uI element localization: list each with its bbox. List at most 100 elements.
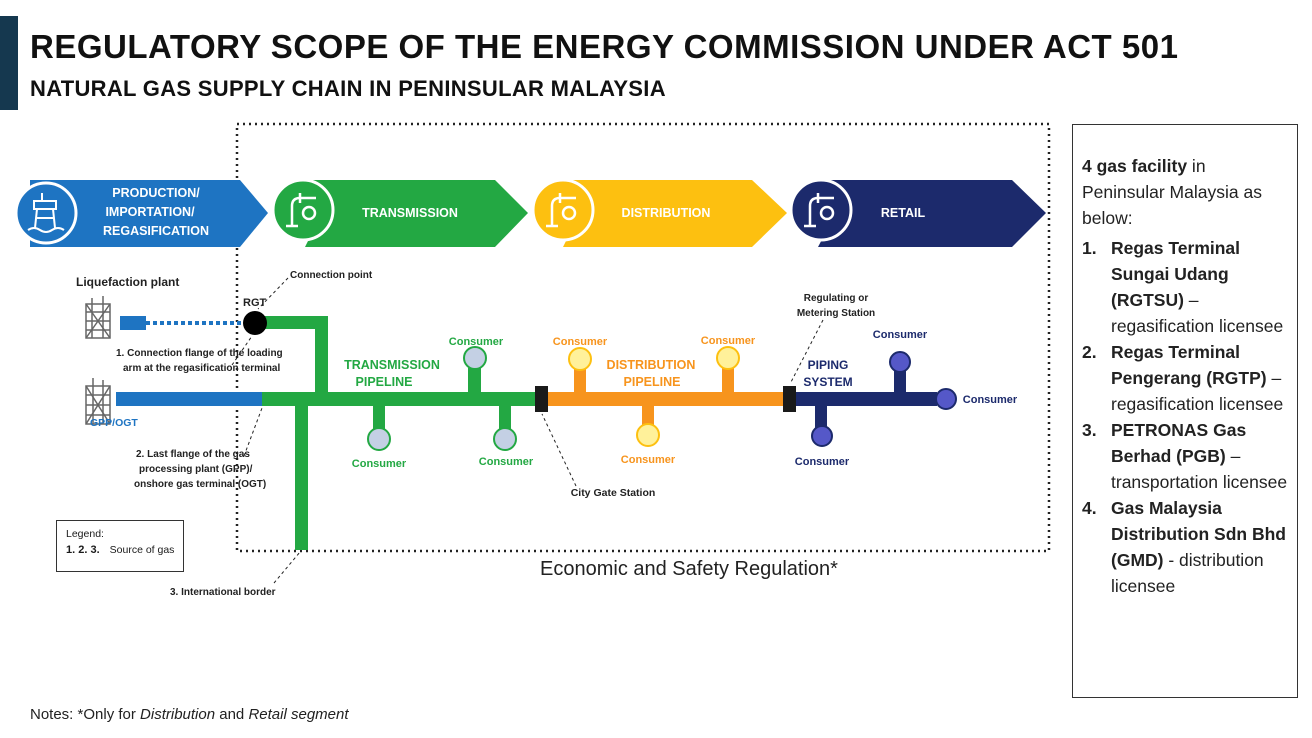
metering-station-marker	[783, 386, 796, 412]
connection-point-label: Connection point	[290, 270, 373, 281]
stage-retail: RETAIL	[789, 178, 1046, 247]
regulating-station-label-1: Regulating or	[804, 293, 869, 304]
consumer-node	[493, 427, 517, 451]
source2-label-3: onshore gas terminal (OGT)	[134, 479, 266, 490]
facility-role: – regasification licensee	[1111, 290, 1284, 336]
distribution-network	[548, 363, 788, 430]
lng-pipe-stub	[120, 316, 146, 330]
footnote-and: and	[215, 706, 249, 723]
pipe-valve-icon	[546, 193, 577, 228]
legend-box: Legend: 1. 2. 3.Source of gas	[56, 520, 184, 572]
facility-list: 1. Regas Terminal Sungai Udang (RGTSU) – …	[1082, 235, 1289, 599]
transmission-pipeline-label-2: PIPELINE	[356, 375, 413, 389]
facility-name: PETRONAS Gas Berhad (PGB)	[1111, 420, 1247, 466]
piping-system-label-2: SYSTEM	[803, 375, 852, 389]
facility-number: 3.	[1082, 420, 1097, 440]
regulation-caption: Economic and Safety Regulation*	[540, 558, 838, 580]
city-gate-station-label: City Gate Station	[571, 487, 656, 499]
city-gate-station-marker	[535, 386, 548, 412]
legend-key: 1. 2. 3.	[66, 544, 100, 556]
panel-intro: 4 gas facility in Peninsular Malaysia as…	[1082, 153, 1289, 231]
facility-name: Regas Terminal Sungai Udang (RGTSU)	[1111, 238, 1241, 310]
stage-production-label-3: REGASIFICATION	[103, 224, 209, 238]
stage-distribution-arrow	[563, 180, 787, 247]
footnote-prefix: Notes: *Only for	[30, 706, 141, 723]
page-subtitle: NATURAL GAS SUPPLY CHAIN IN PENINSULAR M…	[30, 76, 666, 101]
stage-distribution-label: DISTRIBUTION	[622, 206, 711, 220]
panel-intro-bold: 4 gas facility	[1082, 156, 1188, 176]
consumer-label: Consumer	[621, 454, 676, 466]
facility-role: - distribution licensee	[1111, 550, 1264, 596]
pipe-valve-icon	[286, 193, 317, 228]
facility-name: Gas Malaysia Distribution Sdn Bhd (GMD)	[1111, 498, 1286, 570]
source2-label-2: processing plant (GPP)/	[139, 464, 253, 475]
consumer-label: Consumer	[701, 335, 756, 347]
international-border-label: 3. International border	[170, 587, 276, 598]
consumer-node	[636, 423, 660, 447]
rgt-terminal-node	[243, 311, 267, 335]
gpp-ogt-pipe	[116, 392, 264, 406]
stage-transmission-label: TRANSMISSION	[362, 206, 458, 220]
source2-label-1: 2. Last flange of the gas	[136, 449, 250, 460]
facility-item: 2. Regas Terminal Pengerang (RGTP) – rega…	[1082, 339, 1289, 417]
regulating-station-label-2: Metering Station	[797, 308, 875, 319]
facility-item: 4. Gas Malaysia Distribution Sdn Bhd (GMD…	[1082, 495, 1289, 599]
panel-intro-text: in Peninsular Malaysia as below:	[1082, 156, 1262, 228]
consumer-label: Consumer	[795, 456, 850, 468]
liquefaction-plant-icon	[85, 296, 111, 339]
stage-retail-label: RETAIL	[881, 206, 926, 220]
stage-retail-arrow	[818, 180, 1046, 247]
gas-processing-plant-icon	[85, 378, 111, 425]
footnote-distribution: Distribution	[140, 706, 216, 723]
transmission-pipeline-label-1: TRANSMISSION	[344, 358, 440, 372]
liquefaction-plant-label: Liquefaction plant	[76, 275, 179, 289]
source1-label-2: arm at the regasification terminal	[123, 363, 280, 374]
gas-facility-panel: 4 gas facility in Peninsular Malaysia as…	[1072, 124, 1298, 698]
regulation-scope-box	[235, 122, 1051, 553]
facility-number: 2.	[1082, 342, 1097, 362]
consumer-node	[811, 425, 833, 447]
consumer-node	[367, 427, 391, 451]
offshore-platform-icon	[27, 193, 65, 233]
legend-description: Source of gas	[109, 544, 175, 556]
consumer-node	[889, 351, 911, 373]
consumer-label: Consumer	[873, 329, 928, 341]
consumer-label: Consumer	[352, 458, 407, 470]
consumer-node	[716, 346, 740, 370]
page-title: REGULATORY SCOPE OF THE ENERGY COMMISSIO…	[30, 28, 1179, 65]
stage-production-circle	[14, 181, 78, 245]
facility-number: 4.	[1082, 498, 1097, 518]
consumer-node	[463, 346, 487, 370]
facility-item: 1. Regas Terminal Sungai Udang (RGTSU) – …	[1082, 235, 1289, 339]
stage-production-arrow	[30, 180, 268, 247]
stage-production: PRODUCTION/ IMPORTATION/ REGASIFICATION	[14, 180, 268, 247]
consumer-label: Consumer	[963, 394, 1018, 406]
footnote: Notes: *Only for Distribution and Retail…	[30, 706, 349, 723]
facility-role: – transportation licensee	[1111, 446, 1288, 492]
title-accent-bar	[0, 16, 18, 110]
legend-row: 1. 2. 3. Source of gas	[66, 542, 183, 558]
stage-transmission-arrow	[305, 180, 528, 247]
facility-role: – regasification licensee	[1111, 368, 1284, 414]
transmission-network	[262, 316, 542, 550]
source1-label-1: 1. Connection flange of the loading	[116, 348, 283, 359]
rgt-label: RGT	[243, 297, 267, 309]
gpp-ogt-label: GPP/OGT	[90, 417, 138, 429]
facility-number: 1.	[1082, 238, 1097, 258]
facility-name: Regas Terminal Pengerang (RGTP)	[1111, 342, 1267, 388]
stage-transmission: TRANSMISSION	[271, 178, 528, 247]
consumer-label: Consumer	[553, 336, 608, 348]
distribution-pipeline-label-1: DISTRIBUTION	[607, 358, 696, 372]
footnote-retail: Retail segment	[248, 706, 349, 723]
leader-lines	[231, 277, 824, 584]
stage-production-label-1: PRODUCTION/	[112, 186, 200, 200]
retail-network	[795, 368, 937, 430]
pipe-valve-icon	[804, 193, 835, 228]
distribution-pipeline-label-2: PIPELINE	[624, 375, 681, 389]
consumer-nodes	[367, 346, 957, 451]
stage-production-label-2: IMPORTATION/	[105, 205, 195, 219]
facility-item: 3. PETRONAS Gas Berhad (PGB) – transporta…	[1082, 417, 1289, 495]
consumer-label: Consumer	[479, 456, 534, 468]
consumer-label: Consumer	[449, 336, 504, 348]
